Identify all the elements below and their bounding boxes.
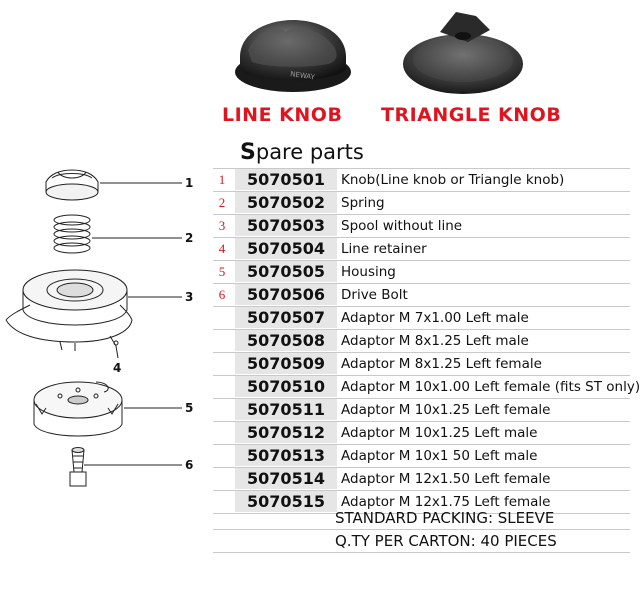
part-description: Spring <box>341 195 385 211</box>
standard-packing-text: STANDARD PACKING: SLEEVE <box>335 509 555 527</box>
part-index: 5 <box>218 264 226 279</box>
part-index: 3 <box>218 218 226 233</box>
line-knob-image: NEWAY <box>235 20 351 92</box>
part-code: 5070505 <box>235 261 337 282</box>
callout-3: 3 <box>185 290 193 304</box>
callout-6: 6 <box>185 458 193 472</box>
part-index: 4 <box>218 241 226 256</box>
part-description: Adaptor M 7x1.00 Left male <box>341 310 529 326</box>
callout-4: 4 <box>113 361 121 375</box>
part-description: Spool without line <box>341 218 463 234</box>
part-code: 5070503 <box>235 215 337 236</box>
part-description: Adaptor M 12x1.50 Left female <box>341 471 551 487</box>
part-code: 5070506 <box>235 284 337 305</box>
triangle-knob-image <box>403 12 523 94</box>
callout-5: 5 <box>185 401 193 415</box>
line-knob-label: LINE KNOB <box>222 104 343 126</box>
part-description: Line retainer <box>341 241 427 257</box>
part-description: Adaptor M 8x1.25 Left female <box>341 356 542 372</box>
quantity-per-carton-text: Q.TY PER CARTON: 40 PIECES <box>335 532 557 550</box>
part-description: Adaptor M 10x1.25 Left female <box>341 402 551 418</box>
part-code: 5070509 <box>235 353 337 374</box>
exploded-diagram: 1 2 3 4 5 6 <box>5 169 193 487</box>
part-index: 2 <box>218 195 226 210</box>
diagram-housing <box>33 381 123 437</box>
part-code: 5070513 <box>235 445 337 466</box>
spare-parts-title-rest: pare parts <box>255 140 364 164</box>
diagram-drive-bolt <box>69 447 87 487</box>
part-code: 5070504 <box>235 238 337 259</box>
spare-parts-title-initial: S <box>240 140 256 165</box>
part-code: 5070511 <box>235 399 337 420</box>
quantity-row: Q.TY PER CARTON: 40 PIECES <box>213 530 630 553</box>
part-description: Adaptor M 10x1.25 Left male <box>341 425 538 441</box>
part-code: 5070514 <box>235 468 337 489</box>
callout-1: 1 <box>185 176 193 190</box>
part-code: 5070515 <box>235 491 337 512</box>
part-index: 6 <box>218 287 226 302</box>
packing-row: STANDARD PACKING: SLEEVE <box>213 507 630 530</box>
part-code: 5070502 <box>235 192 337 213</box>
part-code: 5070510 <box>235 376 337 397</box>
part-description: Adaptor M 12x1.75 Left female <box>341 494 551 510</box>
callout-2: 2 <box>185 231 193 245</box>
diagram-line-retainer <box>109 335 119 359</box>
part-description: Drive Bolt <box>341 287 408 303</box>
part-code: 5070508 <box>235 330 337 351</box>
part-code: 5070507 <box>235 307 337 328</box>
part-description: Adaptor M 10x1 50 Left male <box>341 448 538 464</box>
part-code: 5070512 <box>235 422 337 443</box>
part-description: Housing <box>341 264 396 280</box>
spare-parts-title: Spare parts <box>240 140 364 165</box>
diagram-spring <box>53 214 91 254</box>
part-description: Adaptor M 10x1.00 Left female (fits ST o… <box>341 379 640 395</box>
part-description: Knob(Line knob or Triangle knob) <box>341 172 565 188</box>
diagram-spool <box>5 269 133 351</box>
svg-text:NEWAY: NEWAY <box>290 70 316 81</box>
part-description: Adaptor M 8x1.25 Left male <box>341 333 529 349</box>
part-code: 5070501 <box>235 169 337 190</box>
diagram-knob <box>45 169 99 201</box>
part-index: 1 <box>218 172 226 187</box>
triangle-knob-label: TRIANGLE KNOB <box>381 104 562 126</box>
